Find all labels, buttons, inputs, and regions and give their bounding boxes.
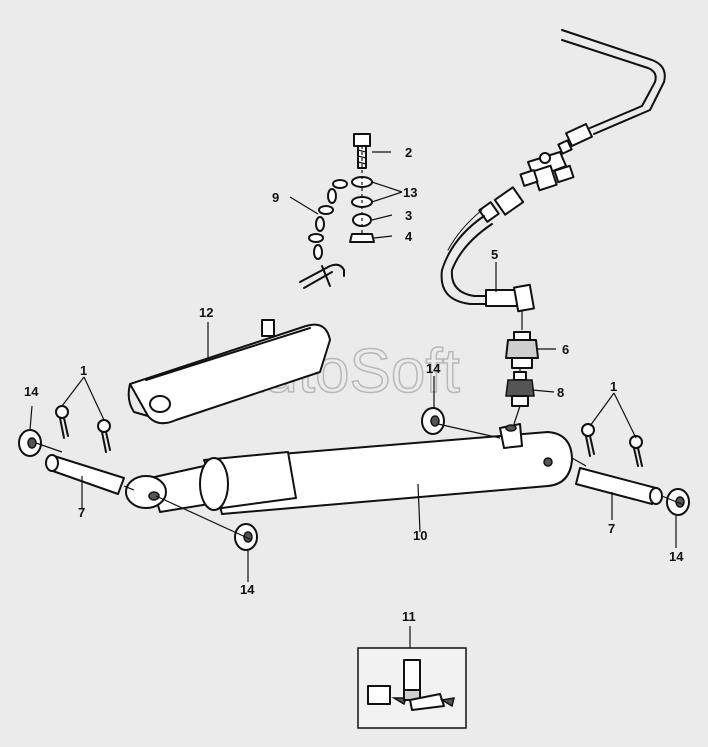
label-part-14-right: 14 (669, 549, 684, 564)
label-part-13: 13 (403, 185, 417, 200)
cotter-pin-right-b (629, 435, 643, 467)
label-part-7-left: 7 (78, 505, 85, 520)
label-part-5: 5 (491, 247, 498, 262)
label-part-4: 4 (405, 229, 413, 244)
label-part-3: 3 (405, 208, 412, 223)
retaining-chain (299, 179, 348, 289)
leader-lines (29, 146, 685, 648)
cotter-pin-right-a (581, 423, 595, 457)
bleeder-valve (505, 371, 535, 407)
label-part-12: 12 (199, 305, 213, 320)
label-part-8: 8 (557, 385, 564, 400)
clevis-pin-left (45, 454, 125, 495)
brake-hose (440, 186, 535, 313)
tee-fitting (519, 151, 575, 192)
hydraulic-cylinder (125, 423, 573, 515)
label-part-7-right: 7 (608, 521, 615, 536)
washer-left (18, 429, 42, 457)
hydraulic-pipe (557, 29, 666, 155)
union-fitting (505, 331, 539, 369)
label-part-14-bottom: 14 (240, 582, 255, 597)
label-part-9: 9 (272, 190, 279, 205)
label-part-14-left: 14 (24, 384, 39, 399)
label-part-6: 6 (562, 342, 569, 357)
cotter-pin-left-b (97, 419, 111, 453)
clevis-yoke (127, 319, 331, 425)
clevis-pin-right (575, 467, 663, 505)
label-part-14-center: 14 (426, 361, 441, 376)
cotter-pin-left-a (55, 405, 69, 439)
repair-kit-box (357, 647, 467, 729)
washer-center (421, 407, 445, 435)
label-part-1-right: 1 (610, 379, 617, 394)
nut (349, 233, 375, 243)
label-part-11: 11 (402, 609, 416, 624)
label-part-10: 10 (413, 528, 427, 543)
label-part-1-left: 1 (80, 363, 87, 378)
bolt (353, 133, 371, 169)
label-part-2: 2 (405, 145, 412, 160)
